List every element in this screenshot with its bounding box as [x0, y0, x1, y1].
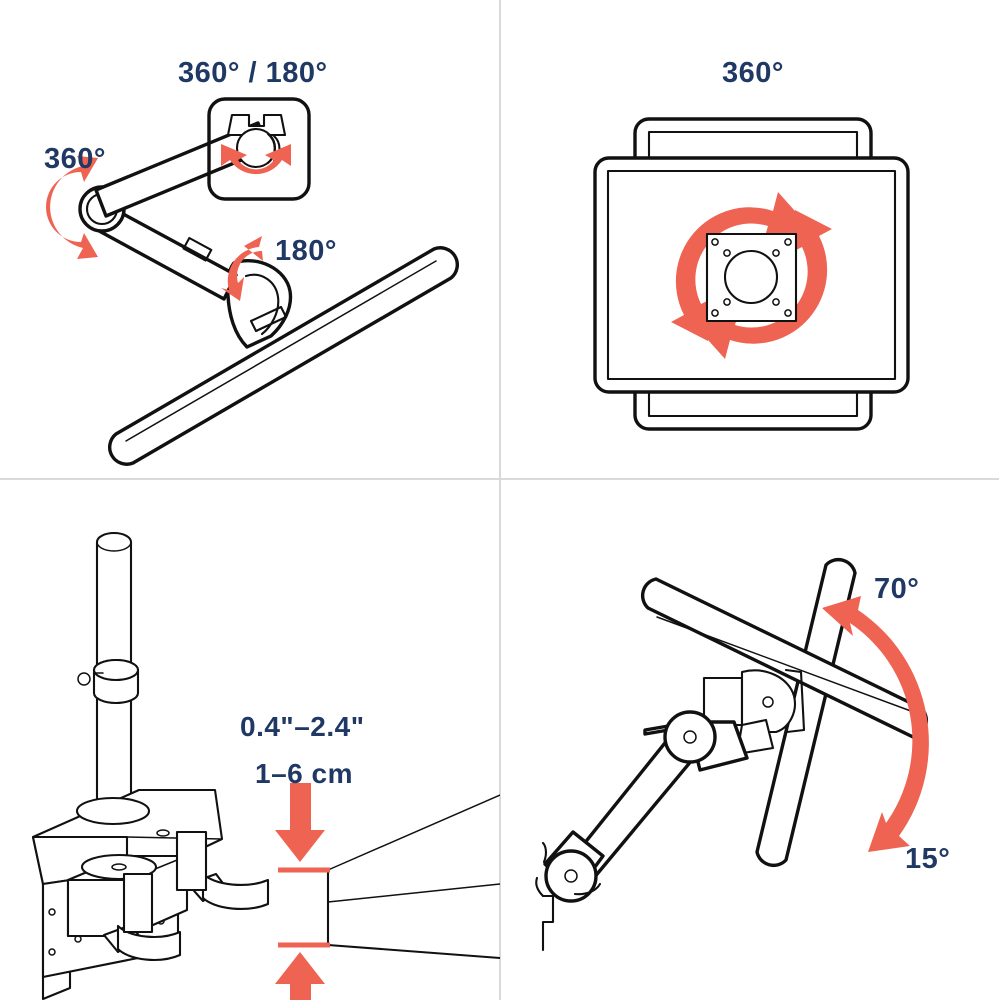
label-tilt-upper: 70°: [874, 573, 919, 605]
desk-edge-illustration: [326, 794, 500, 960]
arm-base-joint: [541, 830, 605, 903]
rotation-arrow-callout: [221, 144, 291, 175]
grid-divider-horizontal: [0, 478, 999, 480]
desk-clamp-panel: 0.4"–2.4" 1–6 cm: [0, 480, 500, 1000]
grid-divider-vertical: [499, 0, 501, 1000]
clamp-screw-handles: [102, 830, 270, 961]
screen-tilt-panel: 70° 15°: [501, 480, 999, 1000]
label-arm-left: 360°: [44, 143, 106, 175]
monitor-panel-edge: [108, 246, 459, 466]
thickness-arrow-down: [275, 783, 325, 862]
rotation-arrow-pivot: [221, 236, 263, 301]
arm-rotation-panel: 360° / 180° 360° 180°: [0, 0, 500, 478]
label-arm-right: 180°: [275, 235, 337, 267]
tilt-range-arrow: [822, 596, 929, 852]
desk-thickness-markers: [278, 867, 330, 948]
rotation-arrow-left: [46, 156, 98, 259]
pole-collar: [77, 658, 140, 705]
monitor-tilt-bracket: [702, 668, 806, 756]
thickness-arrow-up: [275, 952, 325, 1000]
arm-base-post: [535, 876, 555, 952]
vesa-mount-plate: [705, 232, 798, 323]
label-desk-thickness-inches: 0.4"–2.4": [240, 711, 364, 742]
monitor-pivot-head: [226, 259, 293, 349]
label-tilt-lower: 15°: [905, 843, 950, 875]
screen-rotation-panel: 360°: [501, 0, 999, 478]
label-screen-rotation: 360°: [722, 57, 784, 89]
monitor-tilt-vertical: [755, 557, 857, 868]
label-desk-thickness-cm: 1–6 cm: [255, 758, 353, 789]
label-arm-top: 360° / 180°: [178, 57, 328, 89]
